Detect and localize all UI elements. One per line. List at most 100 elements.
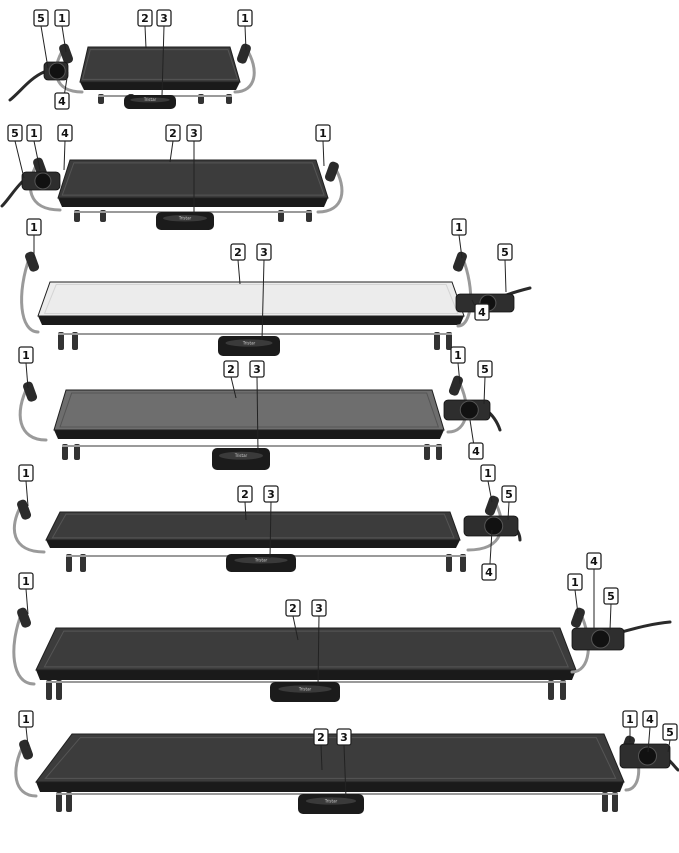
callout-box bbox=[642, 710, 658, 728]
callout-1: 1 bbox=[622, 710, 638, 742]
leg bbox=[434, 332, 440, 350]
leg bbox=[66, 554, 72, 572]
leader-line bbox=[507, 501, 510, 521]
callout-number: 4 bbox=[58, 95, 66, 108]
callout-number: 1 bbox=[22, 713, 30, 726]
callout-number: 1 bbox=[30, 221, 38, 234]
drip-tray-lid bbox=[225, 339, 273, 347]
leg bbox=[436, 444, 442, 460]
callout-box bbox=[26, 124, 42, 142]
right-handle-grip bbox=[570, 607, 585, 628]
leader-line bbox=[61, 25, 67, 53]
plate-edge bbox=[54, 430, 444, 439]
callout-number: 1 bbox=[22, 349, 30, 362]
callout-box bbox=[18, 346, 34, 364]
callout-number: 1 bbox=[454, 349, 462, 362]
callout-number: 2 bbox=[241, 488, 249, 501]
baking-plate bbox=[57, 159, 329, 199]
leader-line bbox=[487, 480, 493, 503]
baking-plate bbox=[37, 281, 465, 317]
callout-number: 4 bbox=[478, 306, 486, 319]
left-handle-grip bbox=[23, 381, 38, 402]
leg bbox=[460, 554, 466, 572]
callout-2: 2 bbox=[165, 124, 181, 163]
tray-brand-logo: Tristar bbox=[234, 453, 248, 458]
leg bbox=[56, 792, 62, 812]
plate-inner-rim bbox=[61, 162, 325, 196]
callout-2: 2 bbox=[223, 360, 239, 399]
plate-inner-rim bbox=[81, 49, 239, 80]
left-handle bbox=[20, 254, 40, 334]
callout-box bbox=[18, 710, 34, 728]
callout-4: 4 bbox=[481, 529, 497, 581]
callout-box bbox=[468, 442, 484, 460]
left-handle bbox=[12, 502, 46, 554]
callout-box bbox=[57, 124, 73, 142]
leader-line bbox=[25, 726, 29, 747]
callout-number: 2 bbox=[289, 602, 297, 615]
left-handle bbox=[18, 384, 48, 442]
callout-5: 5 bbox=[33, 9, 49, 69]
callout-5: 5 bbox=[662, 723, 678, 753]
callout-number: 2 bbox=[317, 731, 325, 744]
leg bbox=[548, 680, 554, 700]
leader-line bbox=[25, 362, 29, 389]
callout-2: 2 bbox=[285, 599, 301, 641]
plate-edge bbox=[38, 316, 464, 325]
callout-1: 1 bbox=[26, 124, 42, 171]
leader-line bbox=[457, 362, 461, 385]
callout-1: 1 bbox=[54, 9, 70, 53]
power-cord bbox=[0, 180, 24, 208]
leg bbox=[74, 444, 80, 460]
left-handle bbox=[14, 742, 38, 798]
left-handle bbox=[12, 610, 36, 686]
baking-plate bbox=[35, 627, 577, 671]
callout-number: 5 bbox=[505, 488, 513, 501]
callout-1: 1 bbox=[237, 9, 253, 51]
leg bbox=[602, 792, 608, 812]
callout-3: 3 bbox=[156, 9, 172, 97]
callout-box bbox=[33, 9, 49, 27]
leader-line bbox=[317, 615, 320, 687]
callout-5: 5 bbox=[501, 485, 517, 521]
callout-number: 1 bbox=[455, 221, 463, 234]
tray-brand-logo: Tristar bbox=[242, 340, 256, 345]
thermostat-knob bbox=[48, 62, 66, 80]
callout-number: 4 bbox=[485, 566, 493, 579]
left-handle bbox=[28, 160, 62, 212]
leg bbox=[446, 554, 452, 572]
leader-line bbox=[292, 615, 299, 641]
callout-2: 2 bbox=[230, 243, 246, 285]
callout-3: 3 bbox=[256, 243, 272, 341]
leader-line bbox=[33, 140, 41, 171]
leader-line bbox=[230, 376, 237, 399]
callout-1: 1 bbox=[18, 572, 34, 615]
leader-line bbox=[320, 744, 323, 771]
callout-number: 1 bbox=[58, 12, 66, 25]
callout-4: 4 bbox=[471, 299, 490, 321]
plate-inner-rim bbox=[43, 630, 569, 668]
callout-number: 4 bbox=[61, 127, 69, 140]
leader-line bbox=[647, 726, 651, 753]
power-cord bbox=[8, 70, 46, 102]
callout-number: 5 bbox=[481, 363, 489, 376]
callout-number: 1 bbox=[241, 12, 249, 25]
leg bbox=[46, 680, 52, 700]
callout-1: 1 bbox=[18, 346, 34, 389]
callout-box bbox=[237, 485, 253, 503]
callout-box bbox=[450, 346, 466, 364]
callout-number: 4 bbox=[472, 445, 480, 458]
griddle-model-3: Tristar bbox=[20, 251, 532, 356]
callout-1: 1 bbox=[450, 346, 466, 385]
callout-4: 4 bbox=[54, 71, 70, 110]
griddle-model-4: Tristar bbox=[18, 375, 502, 470]
left-handle-grip bbox=[59, 43, 74, 64]
callout-box bbox=[137, 9, 153, 27]
callout-number: 3 bbox=[260, 246, 268, 259]
griddle-model-6: Tristar bbox=[12, 607, 672, 702]
callout-box bbox=[586, 552, 602, 570]
callout-number: 2 bbox=[234, 246, 242, 259]
leader-line bbox=[144, 25, 147, 49]
callout-number: 5 bbox=[37, 12, 45, 25]
leg bbox=[446, 332, 452, 350]
